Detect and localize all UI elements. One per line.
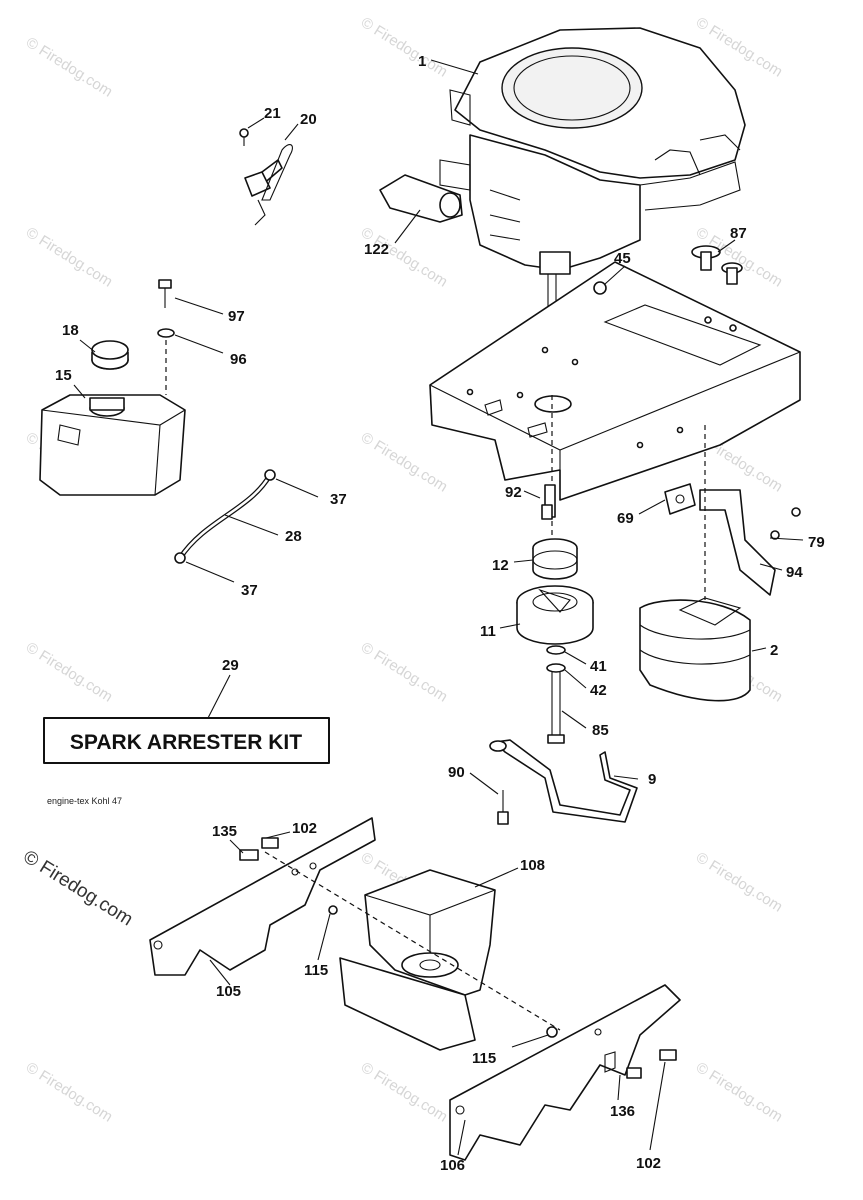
callout-135: 135 (212, 823, 237, 840)
leader-lines (73, 59, 804, 1156)
callout-41: 41 (590, 658, 607, 675)
spark-arrester-kit: SPARK ARRESTER KIT (43, 717, 330, 764)
side-panel-right (449, 984, 681, 1161)
belt-guard (339, 869, 496, 1051)
callout-21: 21 (264, 105, 281, 122)
watermark: © Firedog.com (358, 429, 451, 496)
muffler (639, 597, 751, 702)
callout-labels: 1 21 20 122 87 45 97 18 96 15 37 28 37 9… (55, 53, 825, 1174)
frame-bolts (593, 245, 743, 295)
callout-20: 20 (300, 111, 317, 128)
callout-29: 29 (222, 657, 239, 674)
rod (489, 739, 638, 823)
bolt-92 (541, 504, 553, 520)
callout-92: 92 (505, 484, 522, 501)
lower-hardware (239, 837, 677, 1079)
bolt-90 (497, 790, 509, 825)
callout-105: 105 (216, 983, 241, 1000)
callout-96: 96 (230, 351, 247, 368)
callout-85: 85 (592, 722, 609, 739)
fuel-cap (91, 340, 129, 370)
watermark: © Firedog.com (23, 1059, 116, 1126)
watermark: © Firedog.com (693, 849, 786, 916)
callout-11: 11 (480, 623, 496, 640)
throttle-control (239, 128, 293, 226)
electric-clutch (516, 585, 594, 645)
callout-87: 87 (730, 225, 747, 242)
washers (546, 645, 566, 744)
gasket (664, 425, 801, 600)
callout-9: 9 (648, 771, 656, 788)
exhaust-pipe-94 (699, 489, 776, 596)
callout-102-bottom: 102 (636, 1155, 661, 1172)
exhaust-pipe (379, 174, 463, 223)
watermark: © Firedog.com (358, 1059, 451, 1126)
engine-note: engine-tex Kohl 47 (47, 796, 122, 806)
watermark: © Firedog.com (358, 14, 451, 81)
callout-28: 28 (285, 528, 302, 545)
callout-1: 1 (418, 53, 426, 70)
watermark-dark: © Firedog.com (19, 846, 136, 930)
side-panel-left (149, 817, 376, 976)
callout-97: 97 (228, 308, 245, 325)
callout-42: 42 (590, 682, 607, 699)
callout-15: 15 (55, 367, 72, 384)
main-frame (429, 261, 801, 501)
callout-136: 136 (610, 1103, 635, 1120)
fuel-tank (39, 394, 186, 496)
callout-102-top: 102 (292, 820, 317, 837)
kit-label: SPARK ARRESTER KIT (70, 731, 302, 754)
tank-screw (157, 279, 175, 395)
watermark: © Firedog.com (693, 1059, 786, 1126)
engine (439, 27, 746, 395)
callout-12: 12 (492, 557, 509, 574)
watermark: © Firedog.com (23, 34, 116, 101)
callout-90: 90 (448, 764, 465, 781)
callout-2: 2 (770, 642, 778, 659)
callout-45: 45 (614, 250, 631, 267)
fuel-line (174, 469, 276, 564)
callout-37-top: 37 (330, 491, 347, 508)
callout-115-left: 115 (304, 962, 328, 979)
callout-94: 94 (786, 564, 803, 581)
callout-115-right: 115 (472, 1050, 496, 1067)
callout-69: 69 (617, 510, 634, 527)
callout-106: 106 (440, 1157, 465, 1174)
callout-108: 108 (520, 857, 545, 874)
watermark: © Firedog.com (23, 639, 116, 706)
watermark: © Firedog.com (23, 224, 116, 291)
callout-18: 18 (62, 322, 79, 339)
callout-37-bottom: 37 (241, 582, 258, 599)
watermark: © Firedog.com (358, 639, 451, 706)
callout-79: 79 (808, 534, 825, 551)
callout-122: 122 (364, 241, 389, 258)
